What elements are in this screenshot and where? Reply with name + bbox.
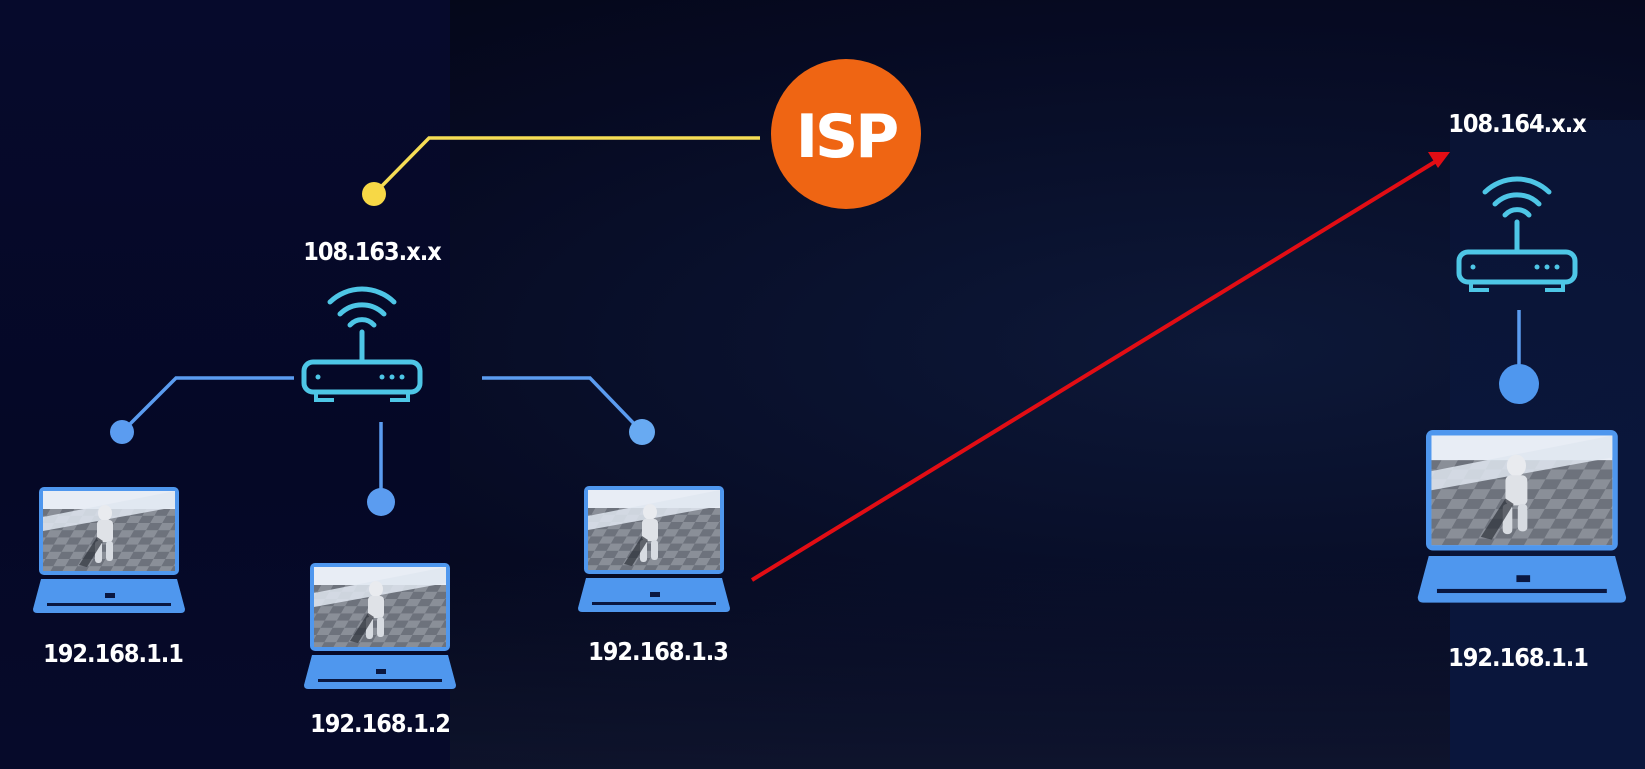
remote-arrow-head [1428,152,1450,168]
laptop-icon [578,486,730,612]
lan-node-3 [629,419,655,445]
device-ip-3: 192.168.1.3 [588,637,728,666]
laptop-icon [1417,430,1627,603]
isp-label: ISP [796,102,898,172]
remote-connection-arrow [750,158,1440,582]
lan-node-2 [367,488,395,516]
device-ip-2: 192.168.1.2 [310,709,450,738]
device-ip-1: 192.168.1.1 [43,639,183,668]
isp-badge-icon: ISP [771,59,921,209]
remote-public-ip: 108.164.x.x [1448,109,1587,138]
isp-link-node [362,182,386,206]
lan-node-1 [110,420,134,444]
remote-router-icon [1459,179,1575,290]
remote-lan-node [1499,364,1539,404]
lan-link-3 [482,376,644,434]
home-public-ip: 108.163.x.x [303,237,442,266]
lan-link-1 [120,376,294,434]
laptop-icon [33,487,185,613]
home-router-icon [304,289,420,400]
remote-device-ip: 192.168.1.1 [1448,643,1588,672]
laptop-icon [304,563,456,689]
isp-link-line [372,136,760,196]
